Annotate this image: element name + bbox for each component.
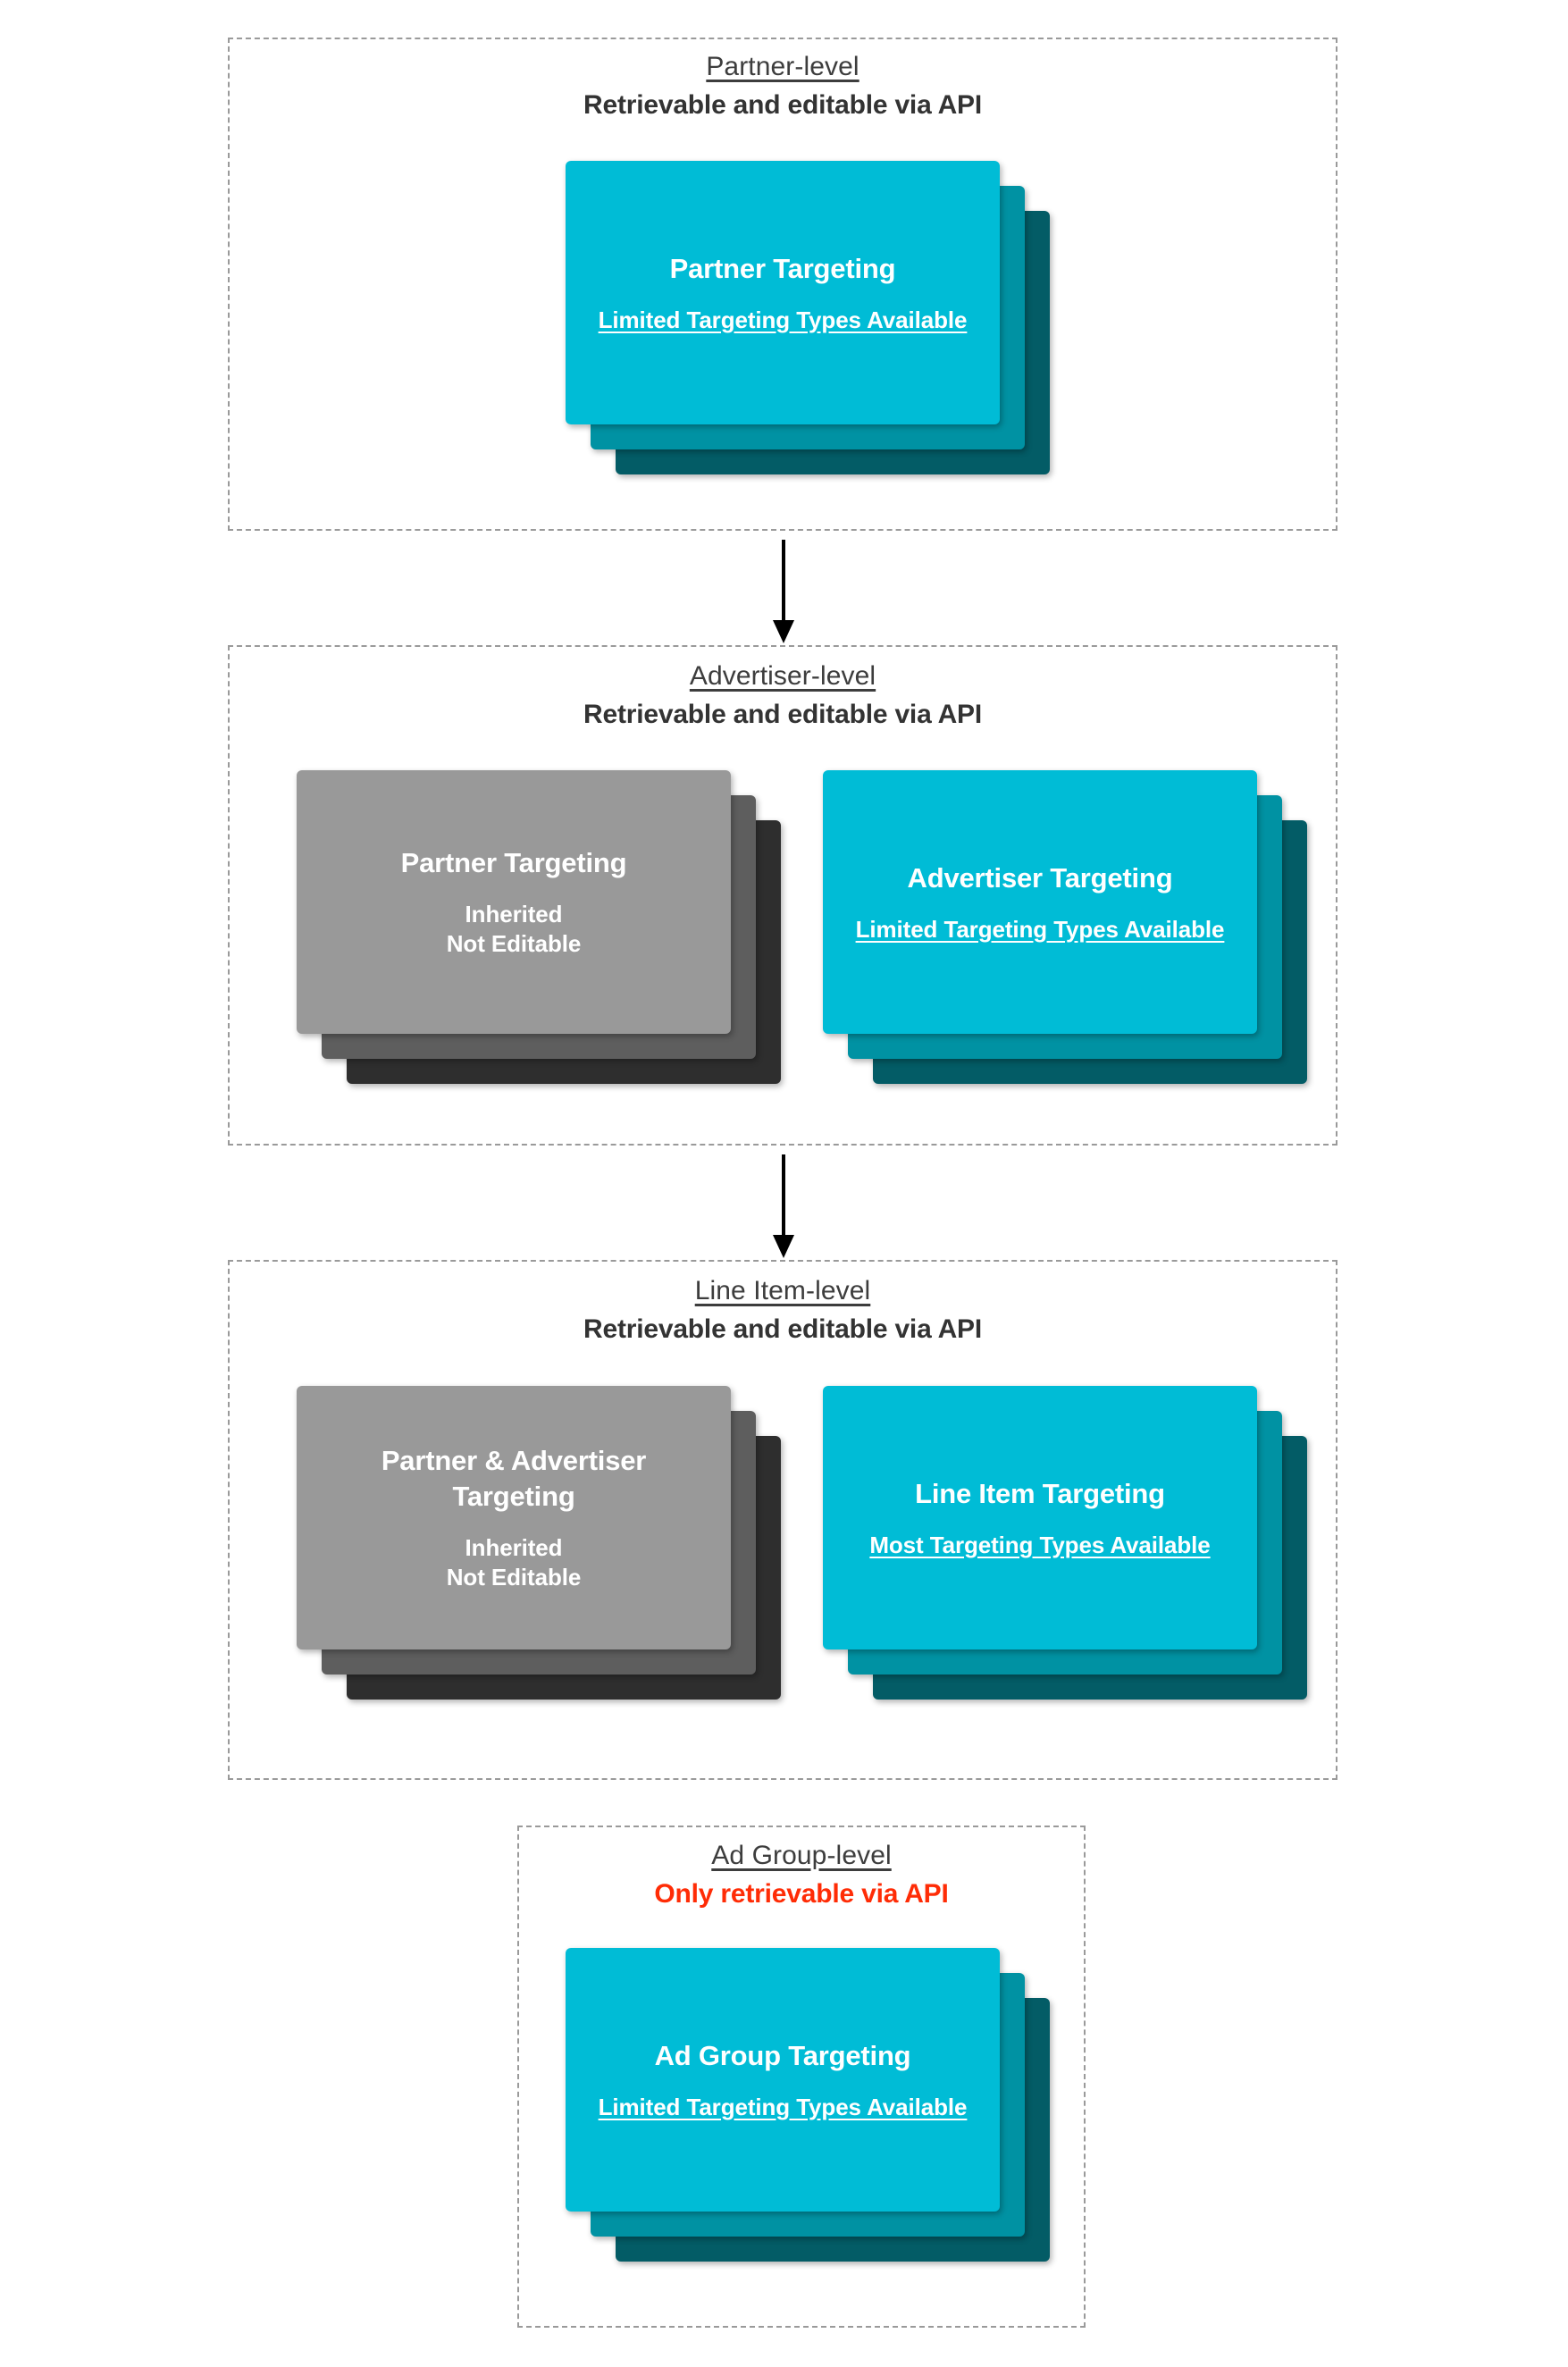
connector-partner-to-advertiser — [766, 540, 801, 643]
card-subtitle: Inherited Not Editable — [446, 1534, 582, 1591]
card-content: Partner Targeting Limited Targeting Type… — [566, 161, 1000, 424]
level-container-advertiser — [228, 645, 1337, 1146]
level-container-line-item — [228, 1260, 1337, 1780]
connector-arrowhead — [773, 620, 794, 643]
card-title: Partner Targeting — [669, 252, 896, 284]
card-title: Line Item Targeting — [915, 1477, 1165, 1509]
card-stack-partner-targeting[interactable]: Partner Targeting Limited Targeting Type… — [566, 161, 1050, 474]
card-content: Advertiser Targeting Limited Targeting T… — [823, 770, 1257, 1034]
card-subtitle: Limited Targeting Types Available — [598, 2093, 968, 2120]
card-layer-front — [566, 1948, 1000, 2212]
card-layer-front — [297, 1386, 731, 1649]
card-content: Partner Targeting Inherited Not Editable — [297, 770, 731, 1034]
card-stack-lineitem-inherited[interactable]: Partner & Advertiser Targeting Inherited… — [297, 1386, 781, 1700]
card-layer-front — [297, 770, 731, 1034]
connector-arrowhead — [773, 1235, 794, 1258]
card-title: Ad Group Targeting — [654, 2039, 911, 2071]
card-content: Line Item Targeting Most Targeting Types… — [823, 1386, 1257, 1649]
card-layer-front — [823, 770, 1257, 1034]
level-container-partner — [228, 38, 1337, 531]
connector-shaft — [782, 1154, 785, 1235]
card-subtitle: Most Targeting Types Available — [869, 1531, 1211, 1558]
connector-advertiser-to-lineitem — [766, 1154, 801, 1258]
card-stack-line-item-targeting[interactable]: Line Item Targeting Most Targeting Types… — [823, 1386, 1307, 1700]
card-stack-advertiser-targeting[interactable]: Advertiser Targeting Limited Targeting T… — [823, 770, 1307, 1084]
card-content: Partner & Advertiser Targeting Inherited… — [297, 1386, 731, 1649]
card-layer-front — [823, 1386, 1257, 1649]
card-layer-front — [566, 161, 1000, 424]
level-container-ad-group — [517, 1826, 1086, 2328]
card-subtitle: Limited Targeting Types Available — [598, 306, 968, 333]
card-stack-ad-group-targeting[interactable]: Ad Group Targeting Limited Targeting Typ… — [566, 1948, 1050, 2262]
card-subtitle: Inherited Not Editable — [446, 901, 582, 957]
card-stack-advertiser-inherited-partner[interactable]: Partner Targeting Inherited Not Editable — [297, 770, 781, 1084]
card-title: Partner & Advertiser Targeting — [381, 1445, 647, 1512]
card-content: Ad Group Targeting Limited Targeting Typ… — [566, 1948, 1000, 2212]
connector-shaft — [782, 540, 785, 620]
card-subtitle: Limited Targeting Types Available — [855, 915, 1225, 943]
card-title: Advertiser Targeting — [907, 861, 1173, 894]
card-title: Partner Targeting — [400, 847, 627, 878]
